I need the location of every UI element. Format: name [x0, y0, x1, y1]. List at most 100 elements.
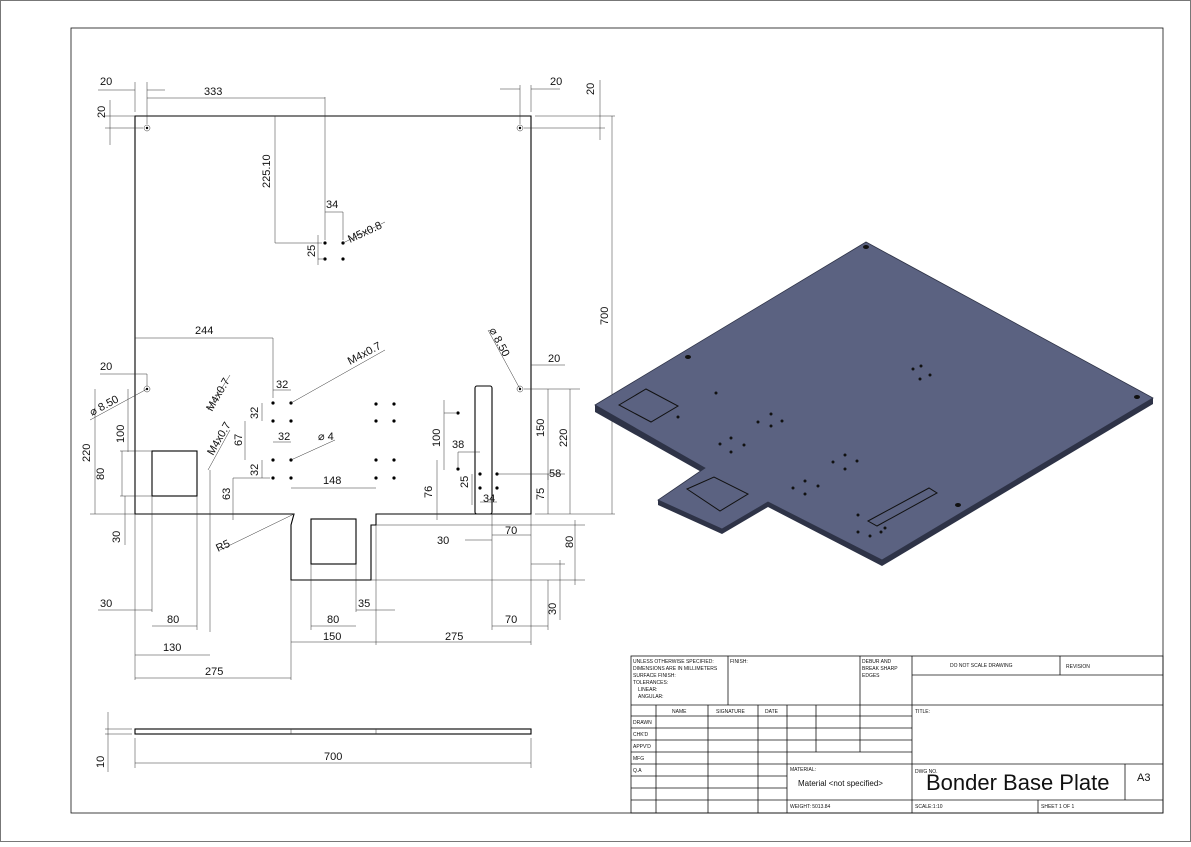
- hole-mid-right: [516, 385, 524, 393]
- tb-deburr-1: DEBUR AND: [862, 659, 892, 665]
- dim-r5: R5: [214, 538, 232, 555]
- dim-left-offset: 244: [195, 325, 213, 337]
- side-view: 10 700: [95, 712, 532, 772]
- tb-finish-label: FINISH:: [730, 659, 748, 665]
- tb-do-not-scale: DO NOT SCALE DRAWING: [950, 663, 1013, 669]
- tb-deburr-2: BREAK SHARP: [862, 666, 898, 672]
- dim-130: 130: [163, 642, 181, 654]
- dim-80-tab: 80: [327, 614, 339, 626]
- tb-note-2: DIMENSIONS ARE IN MILLIMETERS: [633, 666, 718, 672]
- dim-side-thickness: 10: [95, 756, 107, 768]
- dim-76: 76: [423, 486, 435, 498]
- dim-side-length: 700: [324, 751, 342, 763]
- dim-30-left: 30: [111, 531, 123, 543]
- tb-row-qa: Q.A: [633, 768, 642, 774]
- tb-revision-label: REVISION: [1066, 664, 1090, 670]
- dim-30-mid: 30: [437, 535, 449, 547]
- side-profile: [134, 728, 532, 735]
- dim-25-mid: 25: [459, 476, 471, 488]
- dim-275-left: 275: [205, 666, 223, 678]
- tb-deburr-3: EDGES: [862, 673, 880, 679]
- dim-hole-left-x: 20: [100, 361, 112, 373]
- dim-150: 150: [535, 419, 547, 437]
- dim-80-bottom: 80: [167, 614, 179, 626]
- dim-32-c: 32: [249, 407, 261, 419]
- tb-dwg-label: DWG NO.: [915, 769, 938, 775]
- dim-63: 63: [221, 488, 233, 500]
- tb-scale: SCALE:1:10: [915, 804, 943, 810]
- dimension-lines: [89, 80, 615, 680]
- tb-sheet: SHEET 1 OF 1: [1041, 804, 1074, 810]
- tb-material-label: MATERIAL:: [790, 767, 816, 773]
- tb-drawing-title: Bonder Base Plate: [926, 770, 1109, 795]
- dim-67: 67: [233, 434, 245, 446]
- dim-height-total: 700: [599, 307, 611, 325]
- dim-30-bottom-left: 30: [100, 598, 112, 610]
- drawing-frame: [70, 27, 1164, 814]
- dim-70-a: 70: [505, 525, 517, 537]
- dim-top-right-x: 20: [550, 76, 562, 88]
- top-view: 20 333 20 20 20 225.10 34 25 M5x0.8 700 …: [81, 76, 615, 680]
- tb-note-3: SURFACE FINISH:: [633, 673, 676, 679]
- dim-220-right: 220: [558, 429, 570, 447]
- dim-75: 75: [535, 488, 547, 500]
- dim-32-b: 32: [278, 431, 290, 443]
- dim-150-bottom: 150: [323, 631, 341, 643]
- tb-title-label: TITLE:: [915, 709, 930, 715]
- tb-row-chkd: CHK'D: [633, 732, 649, 738]
- tb-row-appvd: APPV'D: [633, 744, 651, 750]
- hole-top-right: [516, 124, 524, 132]
- slot: [474, 385, 493, 515]
- dim-top-right-y: 20: [585, 83, 597, 95]
- dim-148: 148: [323, 475, 341, 487]
- dim-center-depth: 225.10: [261, 154, 273, 188]
- cutout-tab: [310, 518, 357, 565]
- tb-row-mfg: MFG: [633, 756, 644, 762]
- tb-material-value: Material <not specified>: [798, 779, 883, 788]
- plate-top-face: [594, 241, 1154, 561]
- dim-top-left-y: 20: [96, 106, 108, 118]
- tb-note-5: LINEAR:: [638, 687, 657, 693]
- tb-note-4: TOLERANCES:: [633, 680, 668, 686]
- dim-top-left-x: 20: [100, 76, 112, 88]
- title-block: UNLESS OTHERWISE SPECIFIED: DIMENSIONS A…: [630, 655, 1164, 814]
- dim-top-width: 333: [204, 86, 222, 98]
- tb-col-signature: SIGNATURE: [716, 709, 745, 715]
- iso-cutout-tab: [685, 476, 750, 512]
- dim-hole-right-x: 20: [548, 353, 560, 365]
- tb-col-name: NAME: [672, 709, 687, 715]
- plate-edge: [595, 398, 1153, 566]
- dim-38: 38: [452, 439, 464, 451]
- isometric-view: [594, 241, 1154, 566]
- dimension-labels: 20 333 20 20 20 225.10 34 25 M5x0.8 700 …: [81, 76, 611, 678]
- dim-275-right: 275: [445, 631, 463, 643]
- tb-note-6: ANGULAR:: [638, 694, 664, 700]
- dim-80-right: 80: [564, 536, 576, 548]
- dim-32-a: 32: [276, 379, 288, 391]
- tb-col-date: DATE: [765, 709, 779, 715]
- tb-sheet-size: A3: [1137, 772, 1150, 784]
- tb-row-drawn: DRAWN: [633, 720, 652, 726]
- cutout-left: [151, 450, 198, 497]
- dim-34-mid: 34: [483, 493, 495, 505]
- dim-m5-pitch: 25: [306, 245, 318, 257]
- dim-30-right: 30: [547, 603, 559, 615]
- dim-32-d: 32: [249, 464, 261, 476]
- hole-top-left: [143, 124, 151, 132]
- dim-70-b: 70: [505, 614, 517, 626]
- dim-35: 35: [358, 598, 370, 610]
- iso-holes: [676, 245, 1140, 538]
- dim-100-left: 100: [115, 425, 127, 443]
- dim-80-left: 80: [95, 468, 107, 480]
- plate-outline: [134, 115, 532, 581]
- dim-220-left: 220: [81, 444, 93, 462]
- dim-58: 58: [549, 468, 561, 480]
- iso-slot: [866, 487, 938, 527]
- tb-weight: WEIGHT: 5013.84: [790, 804, 831, 810]
- dim-m5-spacing: 34: [326, 199, 338, 211]
- tb-note-1: UNLESS OTHERWISE SPECIFIED:: [633, 659, 714, 665]
- iso-cutout-left: [617, 388, 680, 423]
- dim-d4: ⌀ 4: [318, 431, 334, 443]
